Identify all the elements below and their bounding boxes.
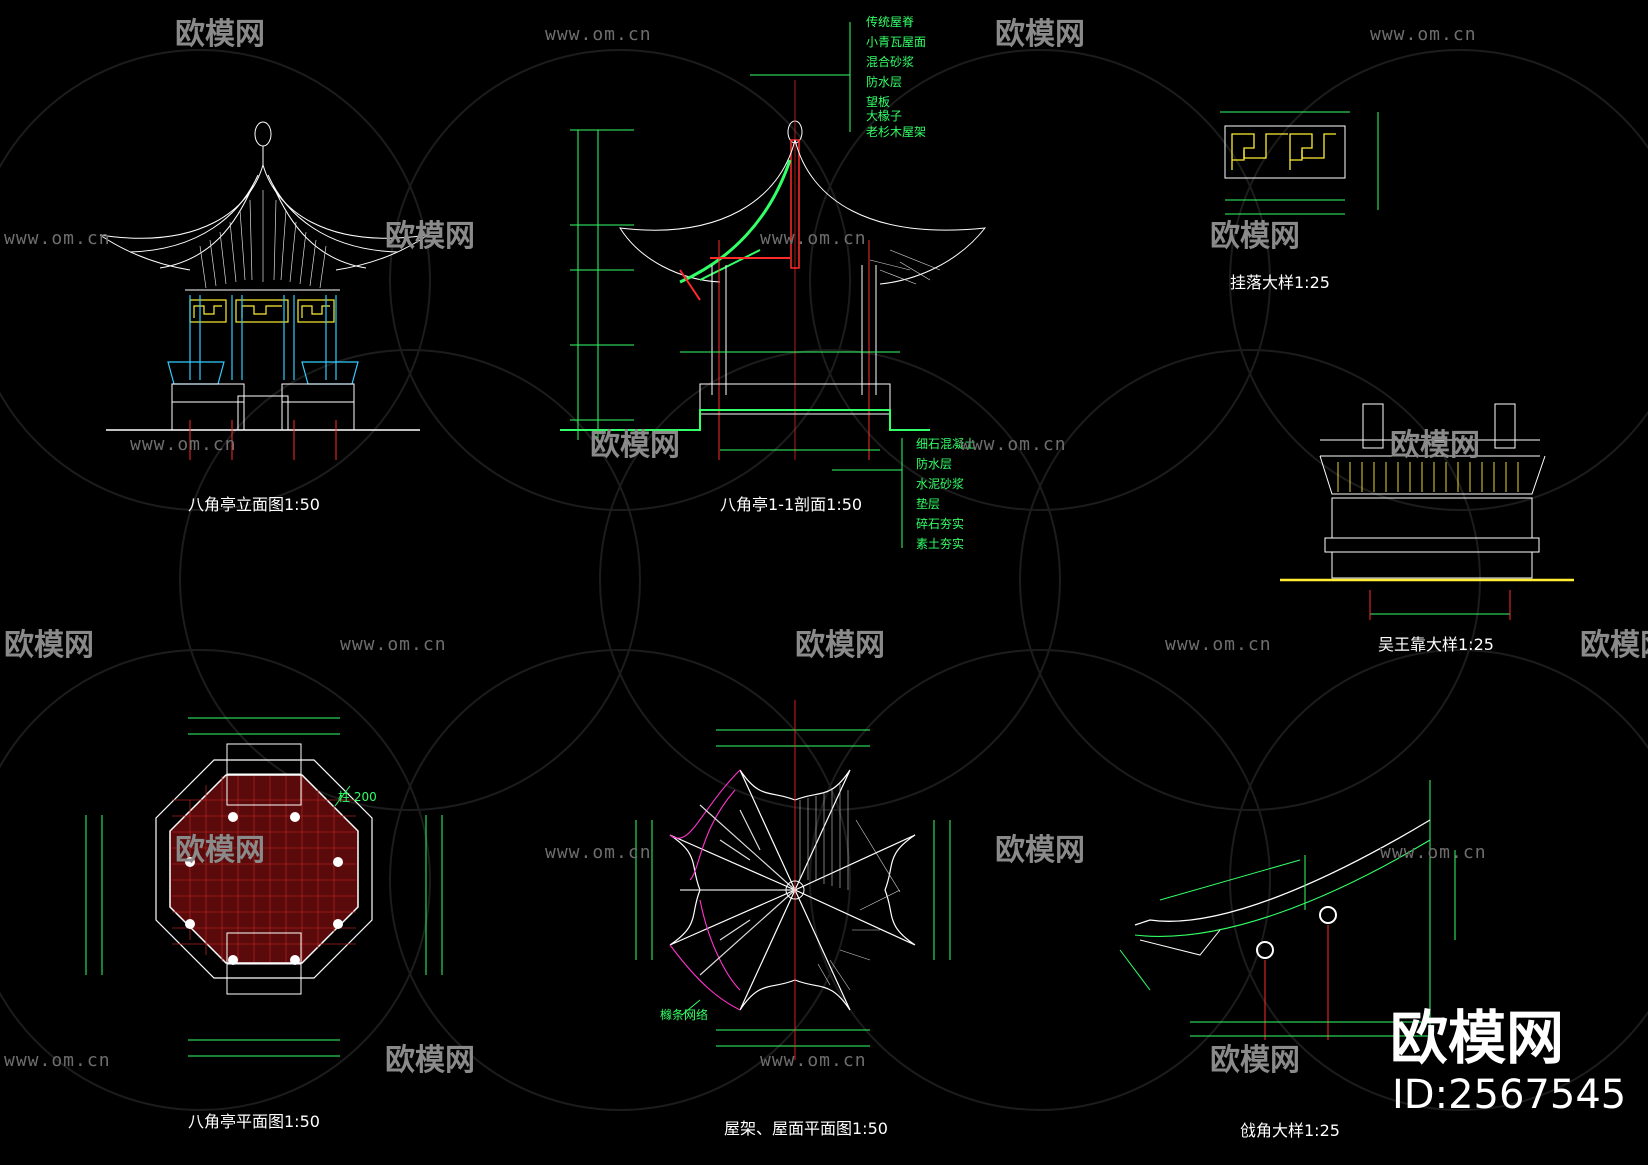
hanging-fret-caption: 挂落大样1:25 xyxy=(1230,273,1330,292)
hanging-fret-detail-drawing xyxy=(1220,111,1379,215)
roof-note: 防水层 xyxy=(866,74,902,89)
roof-note: 混合砂浆 xyxy=(866,54,914,69)
corner-eave-detail-drawing xyxy=(1119,780,1456,1040)
corner-detail-caption: 戗角大样1:25 xyxy=(1240,1121,1340,1140)
watermark-logo: 欧模网 xyxy=(175,17,265,52)
section-floor-notes: 细石混凝土 防水层 水泥砂浆 垫层 碎石夯实 素土夯实 xyxy=(916,436,976,551)
roof-note: 传统屋脊 xyxy=(866,14,914,29)
pavilion-section-drawing xyxy=(560,22,987,548)
watermark-url: www.om.cn xyxy=(545,24,652,45)
watermark-url: www.om.cn xyxy=(760,1050,867,1071)
pavilion-floor-plan-drawing xyxy=(85,717,443,1057)
roof-framing-plan-drawing xyxy=(635,700,951,1060)
column-note: 柱 200 xyxy=(338,789,377,804)
watermark-logo: 欧模网 xyxy=(590,428,680,463)
roof-note: 望板 xyxy=(866,95,890,109)
bench-detail-drawing xyxy=(1280,403,1574,620)
watermark-logo: 欧模网 xyxy=(385,1043,475,1078)
floor-note: 水泥砂浆 xyxy=(916,476,964,491)
watermark-url: www.om.cn xyxy=(130,434,237,455)
watermark-url: www.om.cn xyxy=(4,1050,111,1071)
watermark-arcs xyxy=(0,49,1648,1111)
floor-plan-caption: 八角亭平面图1:50 xyxy=(188,1112,320,1131)
floor-note: 碎石夯实 xyxy=(916,516,964,531)
watermarks: 欧模网 www.om.cn 欧模网 www.om.cn www.om.cn 欧模… xyxy=(4,17,1648,1078)
watermark-url: www.om.cn xyxy=(1165,634,1272,655)
watermark-logo: 欧模网 xyxy=(1210,219,1300,254)
section-roof-notes: 传统屋脊 小青瓦屋面 混合砂浆 防水层 望板 大椽子 老杉木屋架 xyxy=(866,14,926,139)
roof-note: 小青瓦屋面 xyxy=(866,35,926,49)
bench-caption: 吴王靠大样1:25 xyxy=(1378,635,1494,654)
watermark-url: www.om.cn xyxy=(960,434,1067,455)
roof-plan-caption: 屋架、屋面平面图1:50 xyxy=(724,1119,888,1138)
floor-note: 细石混凝土 xyxy=(916,436,976,451)
roof-frame-note: 橼条网络 xyxy=(660,1007,708,1022)
watermark-logo: 欧模网 xyxy=(4,628,94,663)
pavilion-elevation-drawing xyxy=(99,121,429,460)
watermark-url: www.om.cn xyxy=(340,634,447,655)
watermark-url: www.om.cn xyxy=(1380,842,1487,863)
watermark-logo: 欧模网 xyxy=(995,833,1085,868)
roof-note: 老杉木屋架 xyxy=(866,125,926,139)
watermark-logo: 欧模网 xyxy=(1210,1043,1300,1078)
watermark-url: www.om.cn xyxy=(545,842,652,863)
watermark-logo: 欧模网 xyxy=(385,219,475,254)
watermark-logo: 欧模网 xyxy=(1390,428,1480,463)
floor-note: 素土夯实 xyxy=(916,536,964,551)
watermark-logo: 欧模网 xyxy=(795,628,885,663)
brand-logo-text: 欧模网 xyxy=(1390,1004,1564,1072)
watermark-url: www.om.cn xyxy=(1370,24,1477,45)
watermark-logo: 欧模网 xyxy=(1580,628,1648,663)
section-caption: 八角亭1-1剖面1:50 xyxy=(720,495,862,514)
floor-note: 防水层 xyxy=(916,456,952,471)
watermark-url: www.om.cn xyxy=(760,228,867,249)
roof-note: 大椽子 xyxy=(866,109,902,123)
watermark-logo: 欧模网 xyxy=(175,833,265,868)
floor-note: 垫层 xyxy=(916,496,940,511)
elevation-caption: 八角亭立面图1:50 xyxy=(188,495,320,514)
brand-id: ID:2567545 xyxy=(1392,1072,1626,1118)
watermark-logo: 欧模网 xyxy=(995,17,1085,52)
watermark-url: www.om.cn xyxy=(4,228,111,249)
